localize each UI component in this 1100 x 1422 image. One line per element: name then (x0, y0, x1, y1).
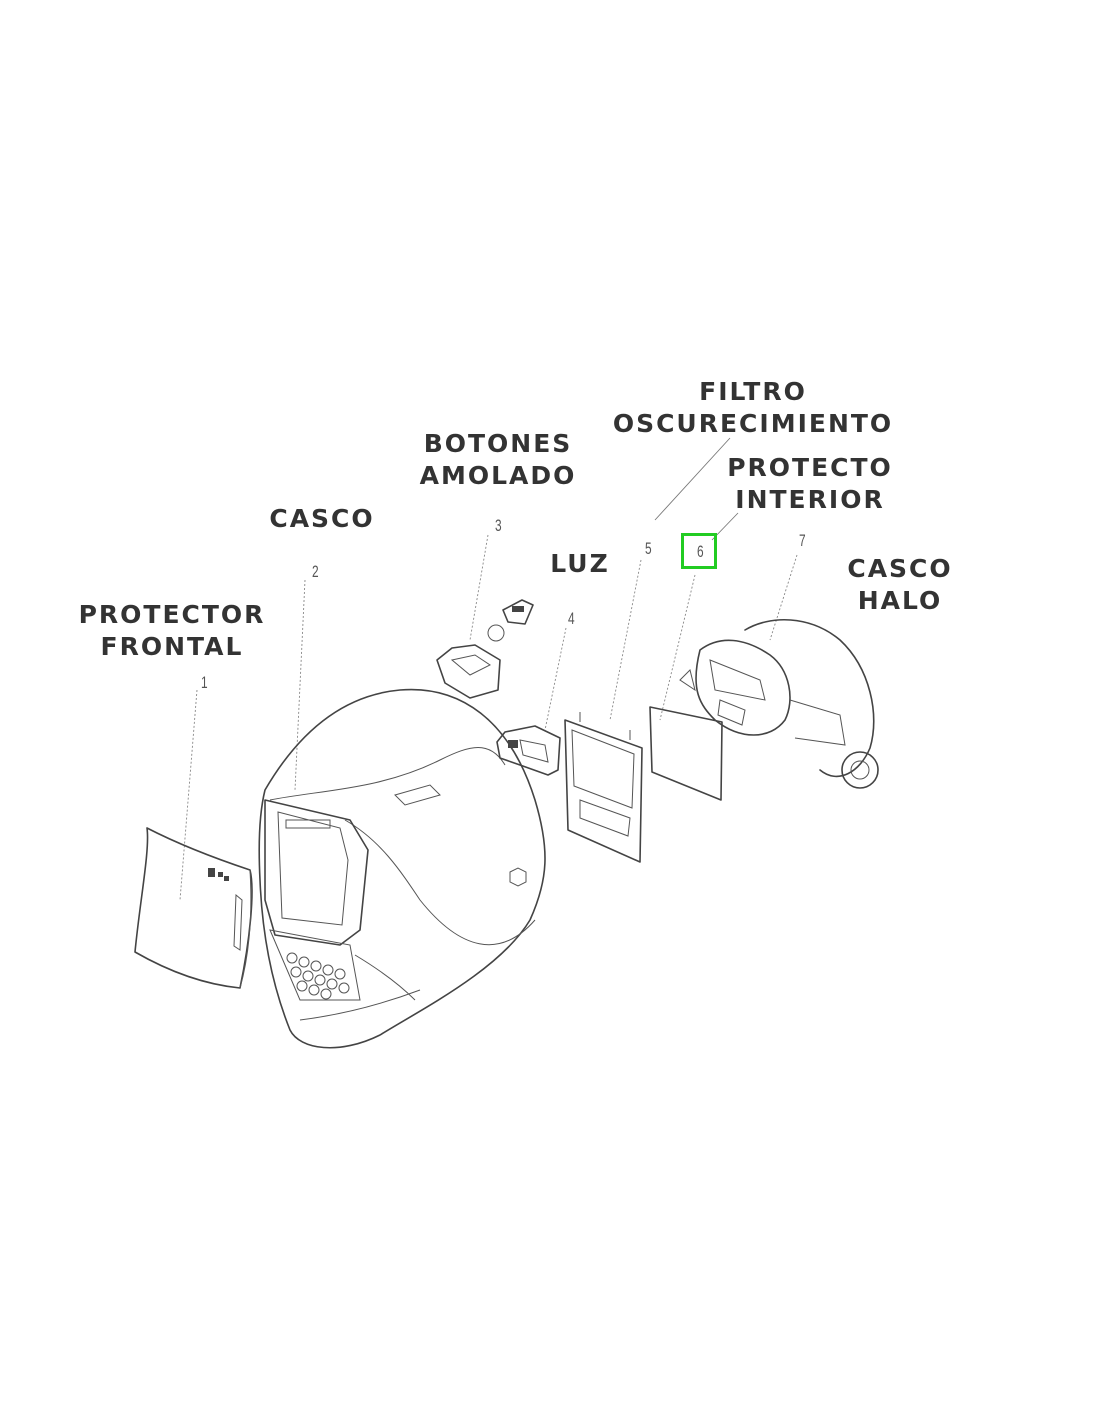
label-luz: LUZ (550, 549, 610, 578)
leader-part-1 (179, 689, 198, 901)
part-number-6: 6 (697, 542, 704, 561)
part-number-7: 7 (799, 531, 806, 550)
grind-buttons-shape (436, 599, 534, 699)
label-casco-halo-line2: HALO (857, 586, 943, 615)
inner-protector-shape (649, 706, 723, 801)
label-botones-line2: AMOLADO (419, 461, 577, 490)
part-number-1: 1 (201, 673, 208, 692)
label-protecto: PROTECTO INTERIOR (700, 452, 920, 516)
label-casco-halo-line1: CASCO (847, 554, 953, 583)
front-protector-shape (134, 827, 253, 989)
helmet-shell-shape (258, 688, 546, 1049)
label-protector-line1: PROTECTOR (78, 600, 266, 629)
leader-part-6 (659, 574, 696, 721)
filter-frame-shape (564, 712, 643, 863)
label-filtro-line2: OSCURECIMIENTO (612, 409, 894, 438)
leader-part-2 (294, 579, 306, 791)
headgear-shape (679, 618, 879, 789)
leader-part-4 (544, 627, 567, 731)
label-casco: CASCO (269, 504, 375, 533)
leader-part-3 (469, 534, 489, 641)
label-filtro: FILTRO OSCURECIMIENTO (598, 376, 908, 440)
light-module-shape (496, 725, 561, 776)
label-casco-halo: CASCO HALO (830, 553, 970, 617)
label-botones: BOTONES AMOLADO (398, 428, 598, 492)
leader-part-7 (769, 554, 798, 641)
part-number-3: 3 (495, 516, 502, 535)
label-botones-line1: BOTONES (423, 429, 573, 458)
part-number-2: 2 (312, 562, 319, 581)
label-filtro-line1: FILTRO (699, 377, 807, 406)
highlight-box (681, 533, 717, 569)
label-protecto-line2: INTERIOR (735, 485, 885, 514)
leader-filtro (654, 437, 731, 521)
label-protecto-line1: PROTECTO (727, 453, 893, 482)
part-number-5: 5 (645, 539, 652, 558)
label-protector-line2: FRONTAL (100, 632, 244, 661)
part-number-4: 4 (568, 609, 575, 628)
label-protector: PROTECTOR FRONTAL (62, 599, 282, 663)
leader-part-5 (609, 559, 642, 721)
